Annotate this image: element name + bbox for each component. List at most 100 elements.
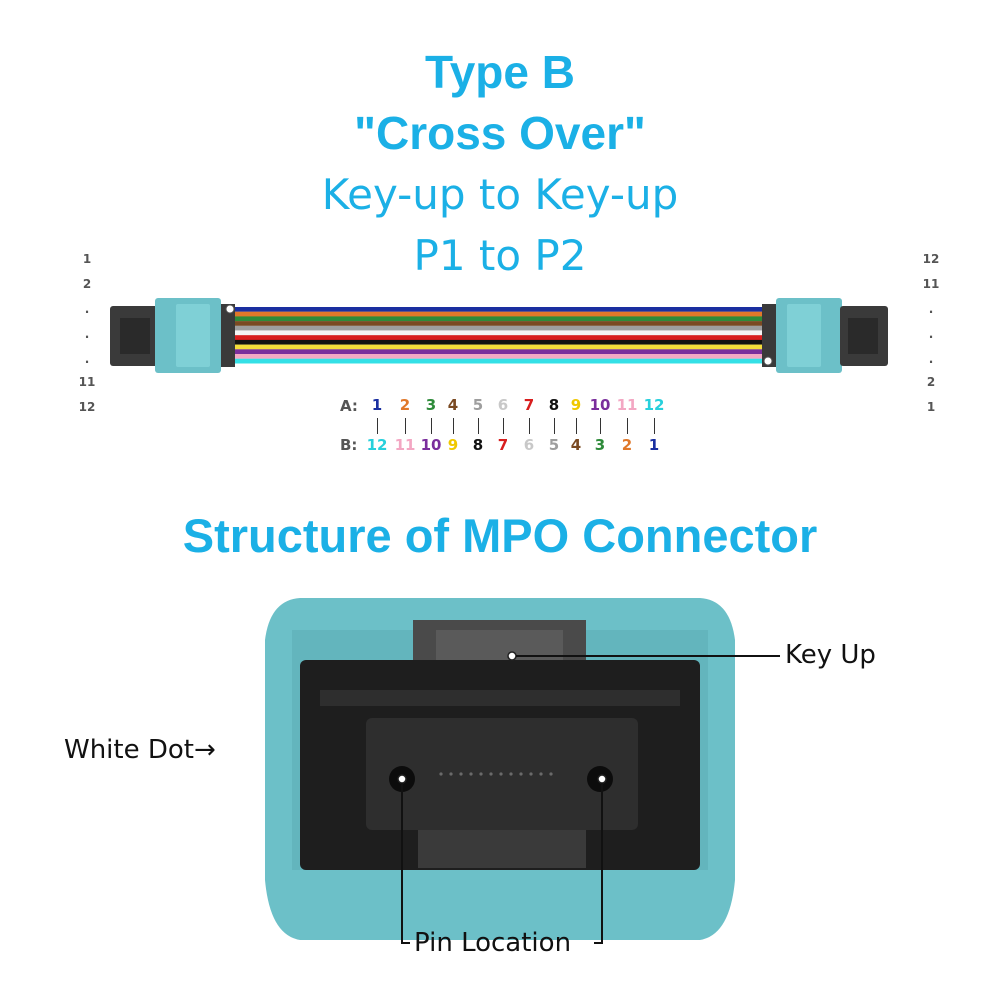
mapping-a-value: 3 xyxy=(425,396,437,414)
mapping-a-value: 11 xyxy=(616,396,638,414)
mapping-connector-line xyxy=(554,418,555,434)
mapping-connector-line xyxy=(654,418,655,434)
pin-location-label: Pin Location xyxy=(414,928,572,958)
mapping-a-value: 7 xyxy=(523,396,535,414)
pin-number-label: 11 xyxy=(922,277,940,291)
mapping-connector-line xyxy=(405,418,406,434)
pin-number-label: 2 xyxy=(82,277,92,291)
ferrule-fiber-dot xyxy=(509,772,513,776)
title-polarity: P1 to P2 xyxy=(413,231,587,280)
fiber-strand xyxy=(232,335,766,340)
ferrule-fiber-dot xyxy=(449,772,453,776)
ferrule-fiber-dot xyxy=(519,772,523,776)
ferrule-fiber-dot xyxy=(499,772,503,776)
mapping-connector-line xyxy=(503,418,504,434)
mapping-a-value: 8 xyxy=(548,396,560,414)
right-pin-marker-icon xyxy=(597,774,607,784)
mapping-b-value: 12 xyxy=(366,436,388,454)
key-up-tab-top xyxy=(436,630,563,662)
ferrule-fiber-dots xyxy=(439,772,553,776)
white-dot-label-text: White Dot xyxy=(64,735,194,765)
title-key-orientation: Key-up to Key-up xyxy=(321,170,679,219)
mapping-b-value: 11 xyxy=(394,436,416,454)
ferrule-fiber-dot xyxy=(529,772,533,776)
pin-number-label: . xyxy=(928,327,934,341)
pin-number-label: 11 xyxy=(78,375,96,389)
mapping-b-value: 6 xyxy=(523,436,535,454)
mapping-b-value: 2 xyxy=(621,436,633,454)
right-housing-face xyxy=(787,304,821,367)
mpo-body-ridge xyxy=(320,690,680,706)
mapping-b-value: 8 xyxy=(472,436,484,454)
mapping-b-value: 5 xyxy=(548,436,560,454)
title-type: Type B xyxy=(425,46,575,98)
fiber-strand xyxy=(232,307,766,312)
fiber-strand xyxy=(232,321,766,326)
white-dot-arrow-icon: → xyxy=(194,735,216,765)
section-heading: Structure of MPO Connector xyxy=(182,509,818,562)
ferrule-fiber-dot xyxy=(439,772,443,776)
mapping-b-value: 3 xyxy=(594,436,606,454)
fiber-ribbon xyxy=(231,307,767,364)
right-boot-inner xyxy=(848,318,878,354)
left-white-dot-icon xyxy=(225,304,235,314)
mapping-b-value: 1 xyxy=(648,436,660,454)
ferrule-fiber-dot xyxy=(549,772,553,776)
mapping-connector-line xyxy=(377,418,378,434)
left-housing-face xyxy=(176,304,210,367)
mapping-a-value: 10 xyxy=(589,396,611,414)
mapping-connector-line xyxy=(529,418,530,434)
mapping-connector-line xyxy=(453,418,454,434)
ferrule-fiber-dot xyxy=(539,772,543,776)
left-ferrule xyxy=(221,304,235,367)
pin-number-label: . xyxy=(84,327,90,341)
mapping-connector-line xyxy=(478,418,479,434)
fiber-strand xyxy=(232,316,766,322)
pin-number-label: . xyxy=(84,352,90,366)
pin-number-label: . xyxy=(928,302,934,316)
mapping-a-value: 2 xyxy=(399,396,411,414)
fiber-strand xyxy=(232,339,766,345)
pin-number-label: . xyxy=(928,352,934,366)
left-boot-inner xyxy=(120,318,150,354)
pin-number-label: 12 xyxy=(78,400,96,414)
mapping-a-value: 6 xyxy=(497,396,509,414)
lower-latch xyxy=(418,830,586,868)
key-up-marker-icon xyxy=(507,651,517,661)
key-up-label: Key Up xyxy=(785,640,876,670)
fiber-strand xyxy=(232,354,766,359)
left-pin-marker-icon xyxy=(397,774,407,784)
cable-diagram xyxy=(110,298,888,373)
fiber-strand xyxy=(232,325,766,331)
mapping-connector-line xyxy=(627,418,628,434)
right-white-dot-icon xyxy=(763,356,773,366)
mapping-b-value: 7 xyxy=(497,436,509,454)
right-ferrule xyxy=(762,304,776,367)
fiber-strand xyxy=(232,311,766,317)
mapping-connector-line xyxy=(431,418,432,434)
mapping-b-value: 4 xyxy=(570,436,582,454)
left-connector xyxy=(110,298,235,373)
mapping-a-value: 9 xyxy=(570,396,582,414)
fiber-strand xyxy=(232,344,766,350)
ferrule-fiber-dot xyxy=(489,772,493,776)
fiber-strand xyxy=(232,349,766,355)
ferrule-fiber-dot xyxy=(479,772,483,776)
pin-right-leader-line xyxy=(594,783,603,944)
mapping-connector-line xyxy=(576,418,577,434)
pin-number-label: 1 xyxy=(926,400,936,414)
mapping-connector-line xyxy=(600,418,601,434)
pin-number-label: . xyxy=(84,302,90,316)
mapping-a-value: 12 xyxy=(643,396,665,414)
pin-number-label: 2 xyxy=(926,375,936,389)
title-cross-over: "Cross Over" xyxy=(354,107,646,159)
pin-left-leader-line xyxy=(401,783,410,944)
mapping-a-value: 1 xyxy=(371,396,383,414)
mapping-b-value: 9 xyxy=(447,436,459,454)
fiber-strand xyxy=(232,358,766,364)
mapping-a-value: 5 xyxy=(472,396,484,414)
mapping-b-value: 10 xyxy=(420,436,442,454)
pin-number-label: 1 xyxy=(82,252,92,266)
row-a-label: A: xyxy=(340,397,358,415)
